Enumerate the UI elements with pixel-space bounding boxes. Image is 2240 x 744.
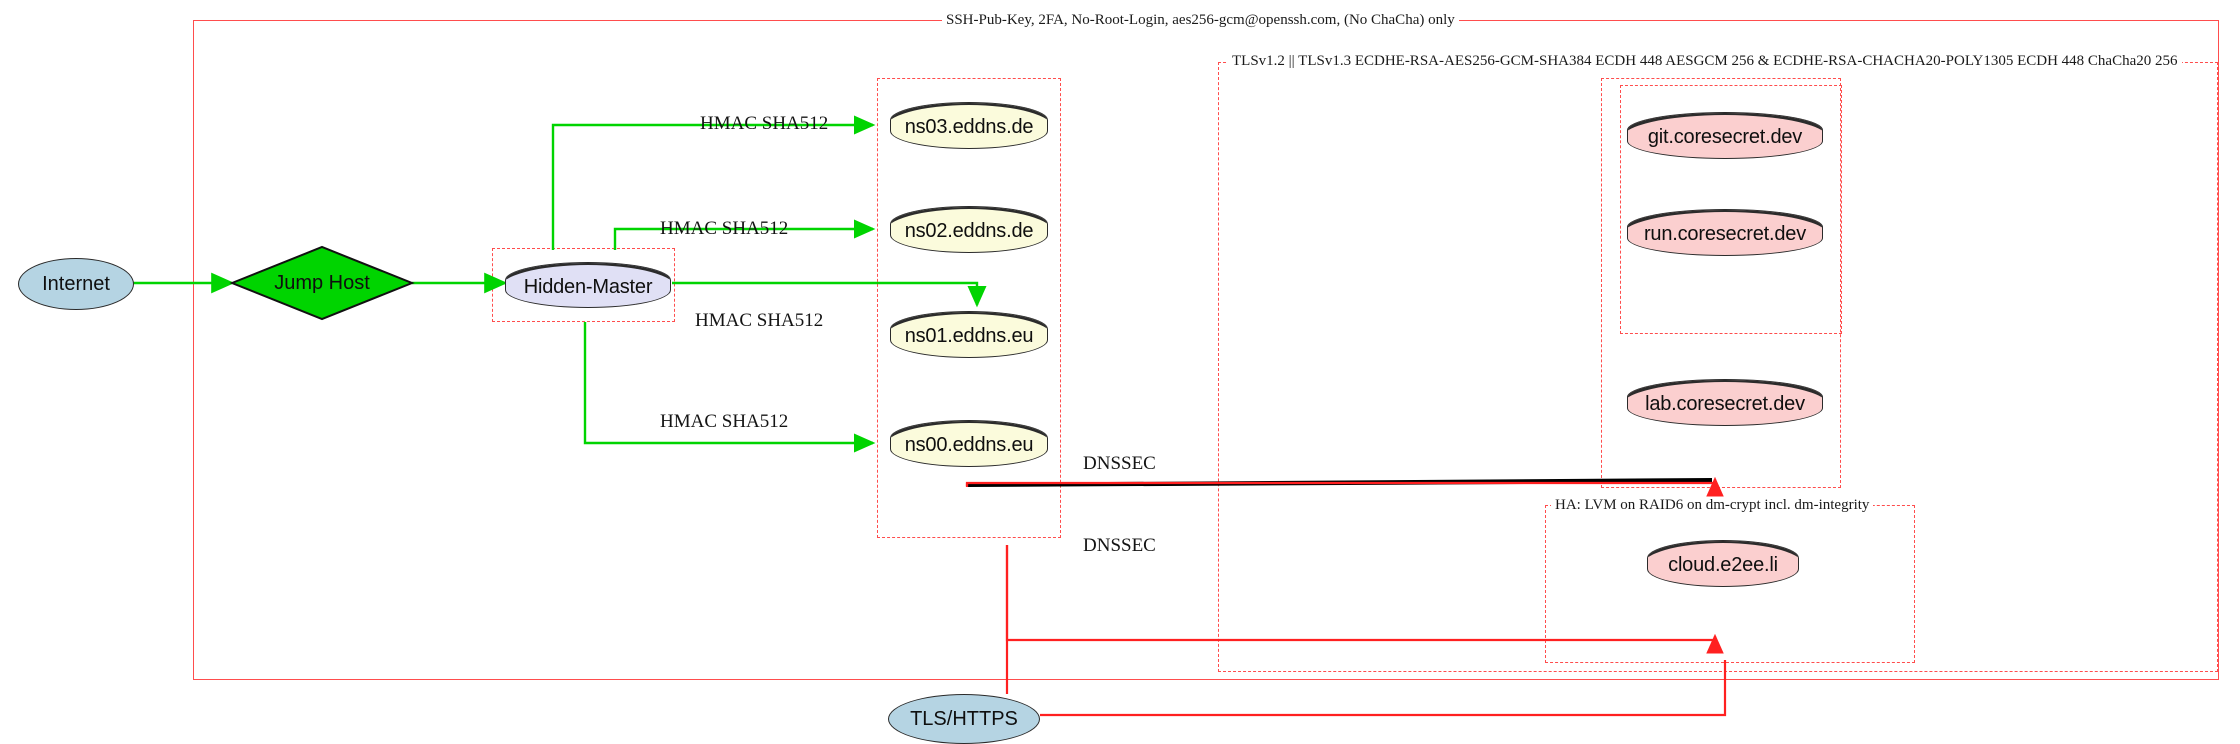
cluster-ns-zone bbox=[877, 78, 1061, 538]
node-hidden-master[interactable]: Hidden-Master bbox=[505, 262, 671, 308]
node-internet-label: Internet bbox=[42, 272, 110, 295]
edge-label-dnssec-upper: DNSSEC bbox=[1083, 453, 1156, 474]
edge-label-dnssec-lower: DNSSEC bbox=[1083, 535, 1156, 556]
cluster-tls-zone-label: TLSv1.2 || TLSv1.3 ECDHE-RSA-AES256-GCM-… bbox=[1228, 53, 2182, 69]
node-git-coresecret-label: git.coresecret.dev bbox=[1647, 126, 1803, 148]
node-lab-coresecret[interactable]: lab.coresecret.dev bbox=[1627, 379, 1823, 426]
node-ns01-label: ns01.eddns.eu bbox=[904, 325, 1034, 347]
node-ns01[interactable]: ns01.eddns.eu bbox=[890, 311, 1048, 358]
node-tls-https[interactable]: TLS/HTTPS bbox=[888, 694, 1040, 744]
node-hidden-master-label: Hidden-Master bbox=[523, 275, 653, 298]
node-ns02-label: ns02.eddns.de bbox=[904, 220, 1034, 242]
edge-label-hmac-ns03: HMAC SHA512 bbox=[700, 113, 829, 134]
node-internet[interactable]: Internet bbox=[18, 258, 134, 310]
node-cloud-e2ee-label: cloud.e2ee.li bbox=[1668, 554, 1778, 576]
node-ns03[interactable]: ns03.eddns.de bbox=[890, 102, 1048, 149]
edge-label-hmac-ns02: HMAC SHA512 bbox=[660, 218, 789, 239]
edge-label-hmac-ns00: HMAC SHA512 bbox=[660, 411, 789, 432]
node-cloud-e2ee[interactable]: cloud.e2ee.li bbox=[1647, 540, 1799, 587]
node-run-coresecret-label: run.coresecret.dev bbox=[1643, 223, 1807, 245]
node-ns02[interactable]: ns02.eddns.de bbox=[890, 206, 1048, 253]
cluster-ssh-zone-label: SSH-Pub-Key, 2FA, No-Root-Login, aes256-… bbox=[942, 12, 1459, 28]
node-ns03-label: ns03.eddns.de bbox=[904, 116, 1034, 138]
node-ns00[interactable]: ns00.eddns.eu bbox=[890, 420, 1048, 467]
edge-label-hmac-ns01: HMAC SHA512 bbox=[695, 310, 824, 331]
node-lab-coresecret-label: lab.coresecret.dev bbox=[1645, 393, 1805, 415]
cluster-ha-zone-label: HA: LVM on RAID6 on dm-crypt incl. dm-in… bbox=[1551, 497, 1874, 513]
cluster-coresecret-inner bbox=[1620, 85, 1842, 334]
node-tls-https-label: TLS/HTTPS bbox=[910, 707, 1018, 730]
node-jumphost[interactable]: Jump Host bbox=[232, 247, 412, 319]
node-run-coresecret[interactable]: run.coresecret.dev bbox=[1627, 209, 1823, 256]
node-ns00-label: ns00.eddns.eu bbox=[904, 434, 1034, 456]
node-git-coresecret[interactable]: git.coresecret.dev bbox=[1627, 112, 1823, 159]
node-jumphost-label: Jump Host bbox=[274, 271, 370, 294]
